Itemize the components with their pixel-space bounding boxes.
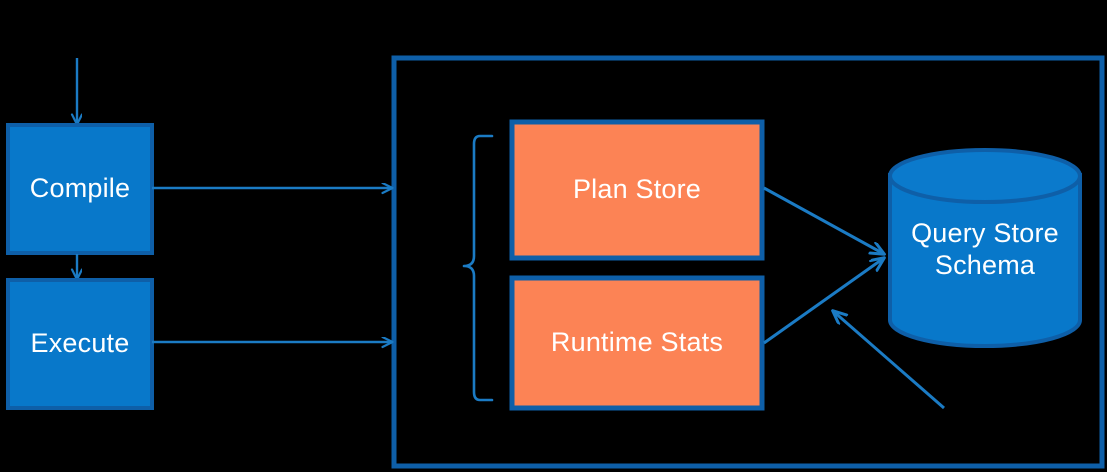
runtime-stats-node[interactable] — [509, 275, 765, 411]
execute-node[interactable] — [6, 278, 154, 410]
query-store-container — [391, 55, 1105, 469]
connector-plan-store-to-schema — [763, 186, 884, 254]
connector-external-to-schema — [833, 311, 945, 410]
grouping-brace — [462, 134, 494, 402]
plan-store-node[interactable] — [509, 119, 765, 261]
query-store-schema-node[interactable] — [888, 148, 1082, 348]
compile-node[interactable] — [6, 123, 154, 255]
connector-runtime-stats-to-schema — [763, 258, 884, 345]
